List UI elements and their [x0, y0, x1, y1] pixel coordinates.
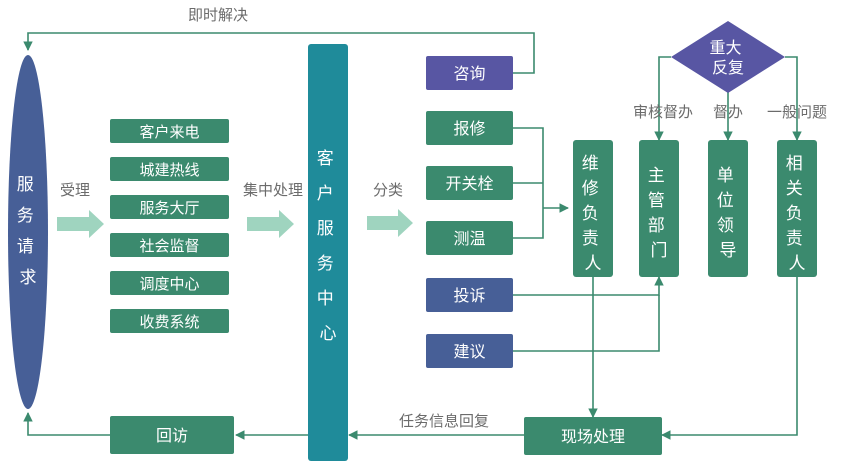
major-repeat-node: 重大 反复: [671, 21, 785, 93]
maintenance-lead-char: 修: [582, 179, 599, 199]
maintenance-lead-char: 责: [582, 229, 599, 249]
related-lead-char: 负: [786, 204, 803, 224]
service-center-label: 客 户 服 务 中 心: [317, 149, 339, 344]
dept-manager-box: [639, 140, 679, 277]
complaint-box: [426, 278, 513, 312]
fat-arrows: [57, 209, 413, 238]
unit-leader-label: 单 位 领 导: [717, 166, 739, 261]
centralize-label: 集中处理: [243, 181, 303, 199]
category-list: 咨询 报修 开关栓 测温 投诉 建议: [426, 56, 513, 368]
service-center-char: 务: [317, 254, 334, 274]
channel-box: [110, 195, 229, 219]
onsite-node: 现场处理: [524, 417, 662, 455]
consult-box: [426, 56, 513, 90]
channel-box: [110, 119, 229, 143]
revisit-label: 回访: [156, 426, 188, 445]
unit-leader-char: 位: [717, 191, 734, 211]
supervise-label: 督办: [713, 103, 743, 121]
fat-arrow-centralize: [247, 210, 294, 238]
service-center-char: 心: [320, 324, 337, 344]
unit-leader-char: 导: [720, 241, 737, 261]
channel-label: 调度中心: [139, 275, 199, 293]
fat-arrow-accept: [57, 210, 104, 238]
major-repeat-line: 反复: [712, 58, 744, 77]
service-request-char: 服: [17, 175, 34, 195]
major-repeat-label: 重大 反复: [709, 38, 746, 77]
maintenance-lead-box: [573, 140, 613, 277]
channel-label: 社会监督: [139, 237, 199, 255]
maintenance-lead-char: 人: [585, 254, 602, 274]
service-center-char: 户: [317, 184, 334, 204]
maintenance-lead-label: 维 修 负 责 人: [582, 154, 604, 274]
service-request-char: 务: [17, 206, 34, 226]
channel-box: [110, 233, 229, 257]
fat-arrow-classify: [367, 209, 413, 237]
related-lead-char: 责: [786, 229, 803, 249]
channel-label: 收费系统: [139, 313, 199, 331]
dept-manager-char: 主: [648, 166, 665, 186]
service-request-label: 服 务 请 求: [17, 175, 39, 288]
unit-leader-char: 领: [717, 216, 734, 236]
maintenance-lead-char: 负: [582, 204, 599, 224]
related-lead-box: [777, 140, 817, 277]
service-center-char: 服: [317, 219, 334, 239]
top-loop-label: 即时解决: [188, 6, 248, 24]
maintenance-lead-char: 维: [582, 154, 599, 174]
switch-valve-label: 开关栓: [445, 174, 493, 193]
service-request-char: 求: [20, 268, 37, 288]
channel-label: 服务大厅: [139, 199, 199, 217]
edge-labels: 即时解决 受理 集中处理 分类 审核督办 督办 一般问题 任务信息回复: [60, 6, 827, 430]
revisit-node: 回访: [110, 416, 234, 454]
connectors: [23, 32, 802, 440]
suggestion-label: 建议: [453, 342, 485, 361]
responsible-parties: 维 修 负 责 人 主 管 部 门 单 位 领 导 相 关 负 责 人: [573, 140, 817, 277]
dept-manager-char: 部: [648, 216, 665, 236]
service-center-char: 中: [317, 289, 334, 309]
channel-list: 客户来电 城建热线 服务大厅 社会监督 调度中心 收费系统: [110, 119, 229, 333]
classify-label: 分类: [373, 181, 403, 199]
switch-valve-box: [426, 166, 513, 200]
related-lead-char: 相: [786, 154, 803, 174]
temp-measure-label: 测温: [453, 229, 485, 248]
related-lead-char: 关: [786, 179, 803, 199]
dept-manager-char: 门: [651, 241, 668, 261]
major-repeat-line: 重大: [709, 38, 741, 57]
temp-measure-box: [426, 221, 513, 255]
repair-box: [426, 111, 513, 145]
related-lead-char: 人: [789, 254, 806, 274]
unit-leader-char: 单: [717, 166, 734, 186]
accept-label: 受理: [60, 181, 90, 199]
related-lead-label: 相 关 负 责 人: [786, 154, 808, 274]
channel-label: 城建热线: [139, 161, 199, 179]
suggestion-box: [426, 334, 513, 368]
channel-box: [110, 309, 229, 333]
task-info-reply-label: 任务信息回复: [399, 412, 489, 430]
consult-label: 咨询: [453, 64, 485, 83]
service-center-char: 客: [317, 149, 334, 169]
dept-manager-label: 主 管 部 门: [648, 166, 670, 261]
channel-box: [110, 271, 229, 295]
repair-label: 报修: [453, 119, 485, 138]
service-request-char: 请: [17, 237, 34, 257]
dept-manager-char: 管: [648, 191, 665, 211]
service-center-node: 客 户 服 务 中 心: [308, 44, 348, 461]
general-issue-label: 一般问题: [767, 103, 827, 121]
complaint-label: 投诉: [453, 286, 485, 305]
channel-box: [110, 157, 229, 181]
service-request-node: 服 务 请 求: [8, 55, 48, 409]
audit-supervise-label: 审核督办: [633, 103, 693, 121]
unit-leader-box: [708, 140, 748, 277]
onsite-label: 现场处理: [561, 427, 625, 446]
channel-label: 客户来电: [139, 123, 199, 141]
